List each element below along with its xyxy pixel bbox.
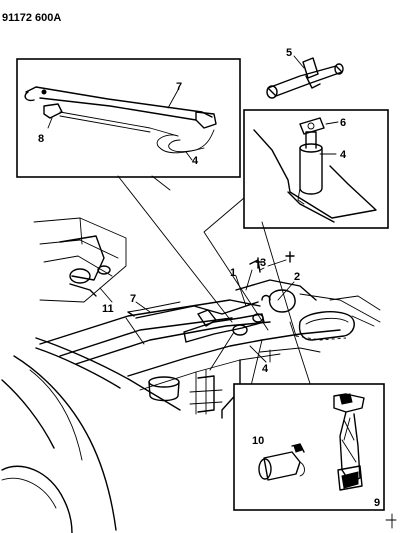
box-leader-lines: [117, 175, 317, 403]
registration-mark: [385, 513, 397, 529]
callout-10: 10: [252, 435, 264, 447]
vehicle-body: 1 2 3 4 7: [1, 251, 381, 533]
washer-reservoir: [298, 311, 355, 341]
pump-box-frame: [233, 383, 385, 511]
wiper-arm-detail-box: 7 4 8: [16, 58, 241, 178]
washer-pump: [268, 289, 296, 313]
radiator-brace: [197, 375, 215, 413]
washer-hose: [156, 129, 215, 154]
callout-5: 5: [286, 47, 292, 59]
pump-motor-detail-box: 10 9: [233, 383, 385, 511]
hose-connector-tee: 5: [266, 47, 344, 99]
callout-4-box: 4: [340, 149, 347, 161]
screw-part-3: [255, 257, 263, 269]
pump-motor: [263, 451, 301, 481]
callout-7-main: 7: [130, 293, 136, 305]
callout-9: 9: [374, 497, 380, 509]
washer-pump-assembly: [333, 393, 365, 413]
diagram-code: 91172 600A: [2, 12, 61, 24]
wheel-opening: [1, 465, 73, 533]
callout-4-wiper: 4: [192, 155, 199, 167]
callout-11: 11: [102, 303, 114, 315]
wiper-arm-box-frame: [16, 58, 241, 178]
callout-6: 6: [340, 117, 346, 129]
callout-2: 2: [294, 271, 300, 283]
wiper-linkage: [135, 301, 259, 319]
callout-8: 8: [38, 133, 44, 145]
callout-1: 1: [230, 267, 236, 279]
wiper-pivot-bracket: [43, 103, 63, 119]
callout-4-center: 4: [262, 363, 269, 375]
wiper-motor-bracket: [59, 235, 105, 281]
firewall-inset: 11: [33, 217, 127, 315]
callout-7-box: 7: [176, 81, 182, 93]
washer-nozzle-detail-box: 6 4: [243, 109, 389, 229]
callout-3: 3: [260, 257, 266, 269]
nozzle-box-frame: [243, 109, 389, 229]
